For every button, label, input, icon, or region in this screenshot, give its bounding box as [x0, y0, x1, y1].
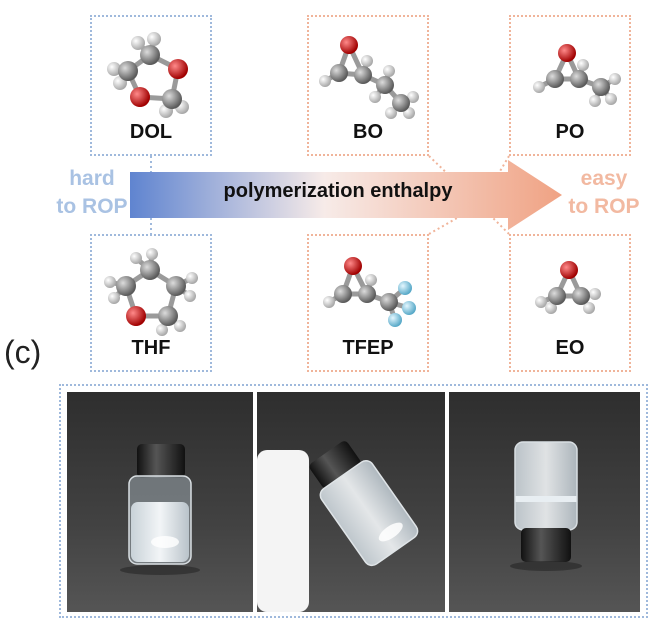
dol-box: DOL: [90, 15, 212, 156]
photo-vial-tilted: [257, 392, 445, 612]
thf-box: THF: [90, 234, 212, 372]
po-label: PO: [555, 121, 585, 143]
hard-to-rop-label: hard to ROP: [52, 165, 132, 221]
po-box: PO: [509, 15, 631, 156]
photo-vial-inverted: [449, 392, 640, 612]
photo-frame: [59, 384, 648, 618]
hard-to-rop-line2: to ROP: [56, 195, 128, 218]
thf-label: THF: [131, 337, 171, 359]
hard-to-rop-line1: hard: [69, 167, 115, 190]
thf-molecule: [104, 248, 198, 336]
easy-to-rop-label: easy to ROP: [556, 165, 652, 221]
eo-molecule: [535, 261, 601, 314]
panel-label: (c): [4, 334, 42, 370]
eo-label: EO: [555, 337, 585, 359]
easy-to-rop-line1: easy: [580, 167, 628, 190]
arrow-label: polymerization enthalpy: [223, 180, 453, 202]
tfep-box: TFEP: [307, 234, 429, 372]
dol-label: DOL: [129, 121, 173, 143]
enthalpy-arrow: [130, 160, 562, 230]
dol-molecule: [107, 32, 189, 118]
bo-molecule: [319, 36, 419, 119]
tfep-label: TFEP: [342, 337, 394, 359]
po-molecule: [533, 44, 621, 107]
easy-to-rop-line2: to ROP: [568, 195, 640, 218]
tfep-molecule: [323, 257, 416, 327]
bo-box: BO: [307, 15, 429, 156]
bo-label: BO: [353, 121, 383, 143]
photo-vial-upright: [67, 392, 253, 612]
eo-box: EO: [509, 234, 631, 372]
